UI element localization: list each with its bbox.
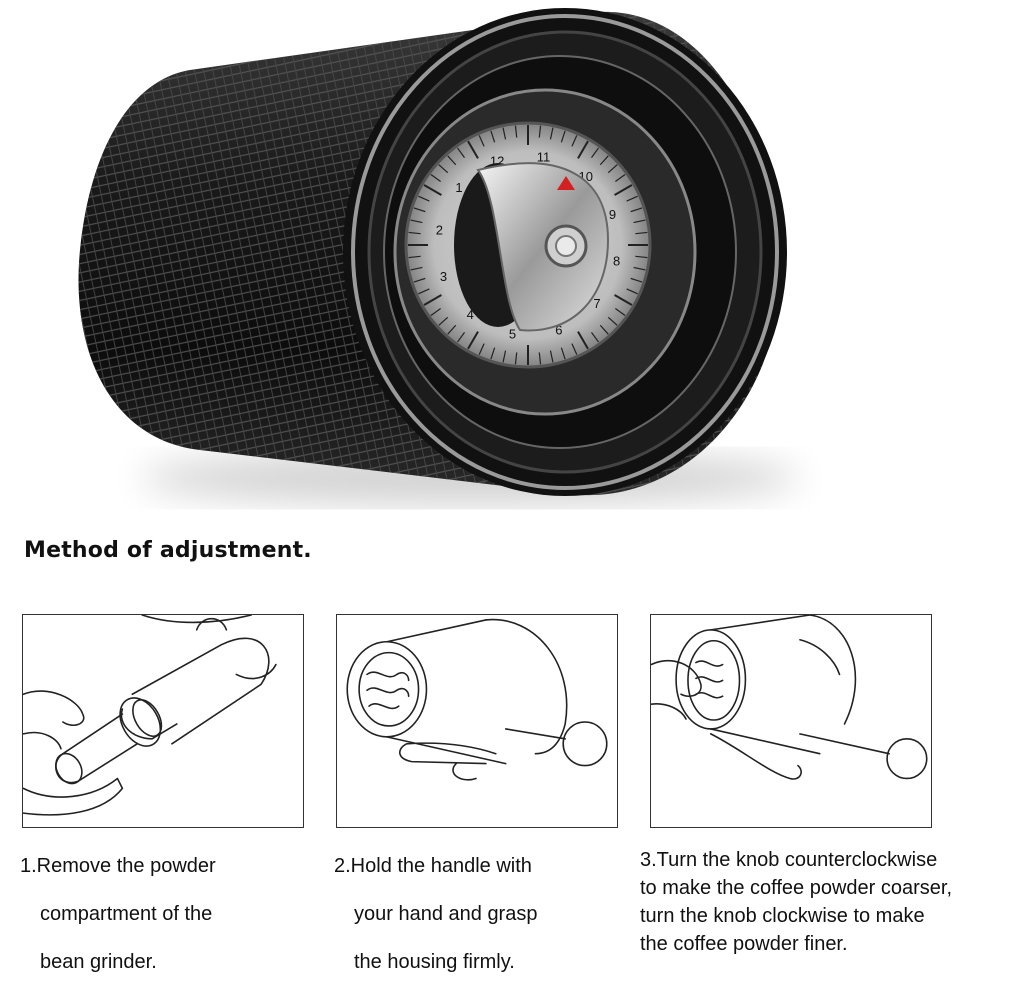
dial-tick	[418, 195, 430, 202]
dial-tick	[635, 255, 648, 259]
dial-tick	[626, 195, 638, 202]
dial-number: 8	[613, 254, 620, 269]
step-1-line-3: bean grinder.	[40, 951, 157, 973]
dial-number: 6	[555, 323, 562, 338]
dial-tick	[430, 307, 441, 317]
dial-tick	[514, 352, 518, 365]
dial-tick	[560, 130, 566, 143]
dial-tick	[478, 135, 485, 147]
step-1-caption: 1.Remove the powder compartment of the b…	[20, 842, 216, 986]
dial-tick	[633, 266, 646, 271]
dial-tick	[423, 294, 442, 306]
dial-tick	[514, 125, 518, 138]
dial-tick	[430, 173, 441, 183]
dial-tick	[438, 164, 449, 174]
dial-number: 4	[467, 307, 474, 322]
step-3-line-3: turn the knob clockwise to make	[640, 905, 925, 927]
dial-tick	[633, 219, 646, 224]
dial-tick	[635, 231, 648, 235]
dial-tick	[410, 266, 423, 271]
step-1-line-2: compartment of the	[40, 903, 213, 925]
dial-tick	[607, 164, 618, 174]
step-2-line-2: your hand and grasp	[354, 903, 538, 925]
dial-number: 2	[436, 222, 443, 237]
dial-number: 5	[509, 327, 516, 342]
step-3-caption: 3.Turn the knob counterclockwise to make…	[640, 846, 952, 958]
dial-tick	[408, 255, 421, 259]
dial-tick	[615, 307, 626, 317]
dial-indicator-icon	[557, 176, 575, 190]
dial-tick	[413, 207, 426, 213]
dial-tick	[423, 184, 442, 196]
dial-tick	[614, 294, 633, 306]
dial-tick	[577, 140, 589, 159]
dial-tick	[630, 277, 643, 283]
step-3-illustration	[650, 614, 932, 828]
dial-tick	[599, 155, 609, 166]
dial-number: 1	[455, 180, 462, 195]
step-1-illustration	[22, 614, 304, 828]
dial-tick	[607, 316, 618, 326]
dial-number: 3	[440, 269, 447, 284]
dial-number: 11	[537, 149, 551, 164]
dial-number: 7	[593, 296, 600, 311]
dial-tick	[467, 331, 479, 350]
dial-tick	[538, 125, 542, 138]
step-2-line-1: 2.Hold the handle with	[334, 855, 532, 877]
dial-tick	[549, 350, 554, 363]
dial-tick	[626, 288, 638, 295]
dial-tick	[467, 140, 479, 159]
step-2-caption: 2.Hold the handle with your hand and gra…	[334, 842, 537, 986]
dial-tick	[456, 147, 466, 158]
dial-number: 9	[609, 207, 616, 222]
dial-tick	[614, 184, 633, 196]
dial-tick	[438, 316, 449, 326]
section-heading: Method of adjustment.	[24, 538, 312, 563]
step-3-line-1: 3.Turn the knob counterclockwise	[640, 849, 938, 871]
dial-tick	[478, 343, 485, 355]
step-2-illustration	[336, 614, 618, 828]
dial-tick	[410, 219, 423, 224]
dial-tick	[413, 277, 426, 283]
dial-tick	[615, 173, 626, 183]
dial-tick	[590, 147, 600, 158]
step-2-line-3: the housing firmly.	[354, 951, 515, 973]
dial-tick	[418, 288, 430, 295]
dial-tick	[447, 155, 457, 166]
dial-tick	[490, 347, 496, 360]
dial-tick	[599, 324, 609, 335]
step-3-line-2: to make the coffee powder coarser,	[640, 877, 953, 899]
dial-tick	[560, 347, 566, 360]
dial-tick	[490, 130, 496, 143]
dial-tick	[456, 332, 466, 343]
dial-tick	[447, 324, 457, 335]
dial-tick	[571, 135, 578, 147]
step-3-line-4: the coffee powder finer.	[640, 933, 848, 955]
dial-tick	[577, 331, 589, 350]
step-1-line-1: 1.Remove the powder	[20, 855, 216, 877]
dial-tick	[590, 332, 600, 343]
dial-tick	[549, 127, 554, 140]
dial-tick	[538, 352, 542, 365]
dial-tick	[502, 350, 507, 363]
dial-tick	[571, 343, 578, 355]
dial-tick	[502, 127, 507, 140]
dial-tick	[630, 207, 643, 213]
dial-tick	[408, 231, 421, 235]
